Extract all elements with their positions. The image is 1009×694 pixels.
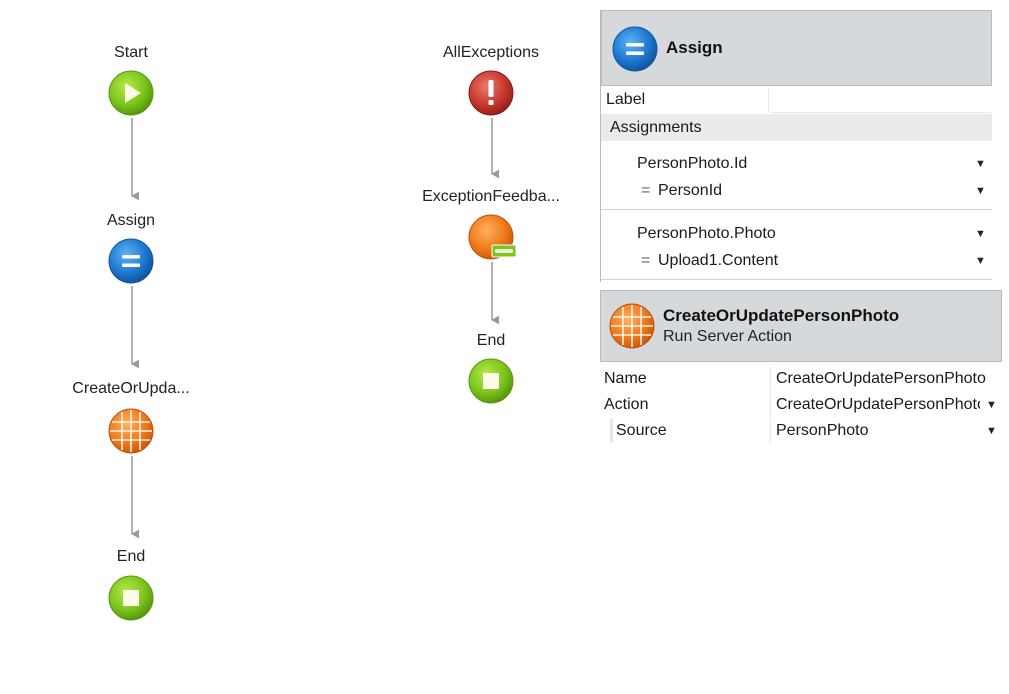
start-node[interactable] [108,70,154,116]
assignment-divider [601,209,992,210]
assignment-value-row[interactable]: = PersonId ▼ [601,179,992,203]
server-action-grid-icon [609,303,655,349]
server-action-grid-icon [108,408,154,454]
chevron-down-icon[interactable]: ▼ [986,425,997,437]
play-icon [108,70,154,116]
assign-panel-header: Assign [601,10,992,86]
server-action-panel-subtitle: Run Server Action [663,328,792,345]
chevron-down-icon[interactable]: ▼ [986,399,997,411]
name-field-label: Name [604,367,771,391]
connector-exception-feedback [491,118,499,180]
server-action-node[interactable] [108,408,154,454]
connector-start-assign [131,118,139,202]
assign-node-label: Assign [106,212,156,229]
exception-handler-node[interactable] [468,70,514,116]
exception-handler-label: AllExceptions [442,44,540,61]
equals-sign: = [641,252,651,269]
action-field-label: Action [604,393,771,417]
exception-end-node[interactable] [468,358,514,404]
connector-feedback-end [491,262,499,326]
assignment-divider [601,279,992,280]
assignment-variable: PersonPhoto.Photo [637,225,776,242]
assignments-section[interactable]: Assignments [601,114,992,141]
source-row: Source PersonPhoto ▼ [600,419,1002,443]
equals-icon [108,238,154,284]
chevron-down-icon[interactable]: ▼ [975,158,986,170]
server-action-panel-header: CreateOrUpdatePersonPhoto Run Server Act… [600,290,1002,362]
feedback-node[interactable] [468,214,518,260]
label-row: Label [601,88,992,113]
end-node[interactable] [108,575,154,621]
connector-action-end [131,456,139,540]
assignments-header: Assignments [610,119,702,136]
chevron-down-icon[interactable]: ▼ [975,255,986,267]
start-node-label: Start [114,44,148,61]
label-field-input[interactable] [771,88,991,113]
action-field-select[interactable]: CreateOrUpdatePersonPhoto [776,396,980,413]
assignment-value: PersonId [658,182,723,199]
assignment-variable: PersonPhoto.Id [637,155,748,172]
label-field-name: Label [606,88,769,112]
chevron-down-icon[interactable]: ▼ [975,185,986,197]
assignment-value-row[interactable]: = Upload1.Content ▼ [601,249,992,273]
chevron-down-icon[interactable]: ▼ [975,228,986,240]
name-field-input[interactable]: CreateOrUpdatePersonPhoto [776,370,986,387]
indent-marker [610,419,613,443]
equals-sign: = [641,182,651,199]
exception-end-label: End [476,332,506,349]
stop-square-icon [468,358,514,404]
assignment-value: Upload1.Content [658,252,779,269]
equals-icon [612,26,658,72]
server-action-panel-title: CreateOrUpdatePersonPhoto [663,306,900,325]
name-row: Name CreateOrUpdatePersonPhoto [600,367,1002,391]
exclamation-icon [468,70,514,116]
end-node-label: End [116,548,146,565]
assignment-variable-row[interactable]: PersonPhoto.Id ▼ [601,152,992,176]
assign-properties-panel: Assign Label Assignments PersonPhoto.Id … [600,10,992,282]
source-field-label: Source [616,419,771,443]
assign-panel-title: Assign [666,38,723,57]
action-row: Action CreateOrUpdatePersonPhoto ▼ [600,393,1002,417]
feedback-node-label: ExceptionFeedba... [422,188,560,205]
assign-node[interactable] [108,238,154,284]
stop-square-icon [108,575,154,621]
feedback-message-icon [468,214,517,260]
connector-assign-action [131,286,139,370]
assignment-variable-row[interactable]: PersonPhoto.Photo ▼ [601,222,992,246]
source-field-select[interactable]: PersonPhoto [776,422,869,439]
server-action-properties-panel: CreateOrUpdatePersonPhoto Run Server Act… [600,290,1002,444]
server-action-node-label: CreateOrUpda... [72,380,190,397]
